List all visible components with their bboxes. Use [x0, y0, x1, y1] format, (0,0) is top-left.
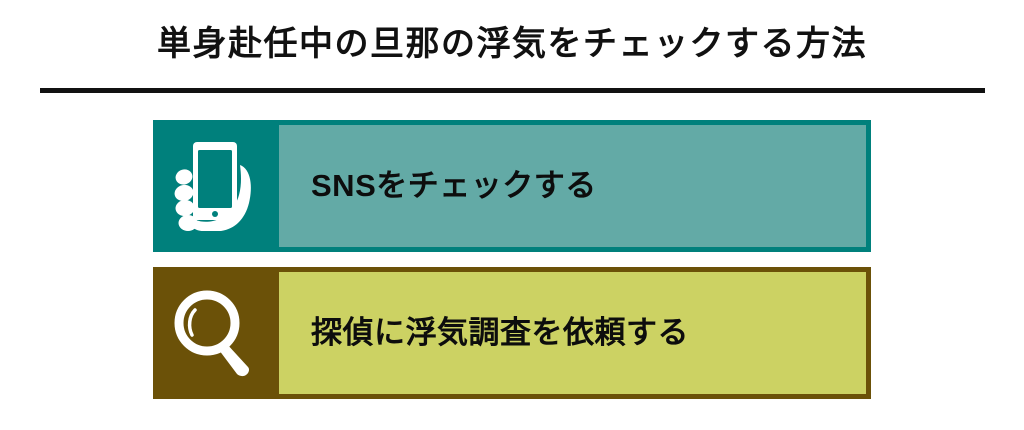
page-title: 単身赴任中の旦那の浮気をチェックする方法 [157, 25, 867, 63]
title-divider [40, 88, 985, 93]
smartphone-in-hand-icon [169, 137, 261, 235]
list-item-sns: SNSをチェックする [153, 120, 871, 252]
list-item-label: 探偵に浮気調査を依頼する [311, 315, 689, 351]
steps-list: SNSをチェックする 探偵に浮気調査を依頼する [153, 120, 871, 399]
list-item-label: SNSをチェックする [311, 168, 597, 204]
icon-panel-sns [153, 120, 276, 252]
title-block: 単身赴任中の旦那の浮気をチェックする方法 [0, 22, 1024, 93]
list-item-detective: 探偵に浮気調査を依頼する [153, 267, 871, 399]
label-panel-detective: 探偵に浮気調査を依頼する [279, 272, 866, 394]
label-panel-sns: SNSをチェックする [279, 125, 866, 247]
magnifying-glass-icon [169, 287, 261, 379]
icon-panel-detective [153, 267, 276, 399]
